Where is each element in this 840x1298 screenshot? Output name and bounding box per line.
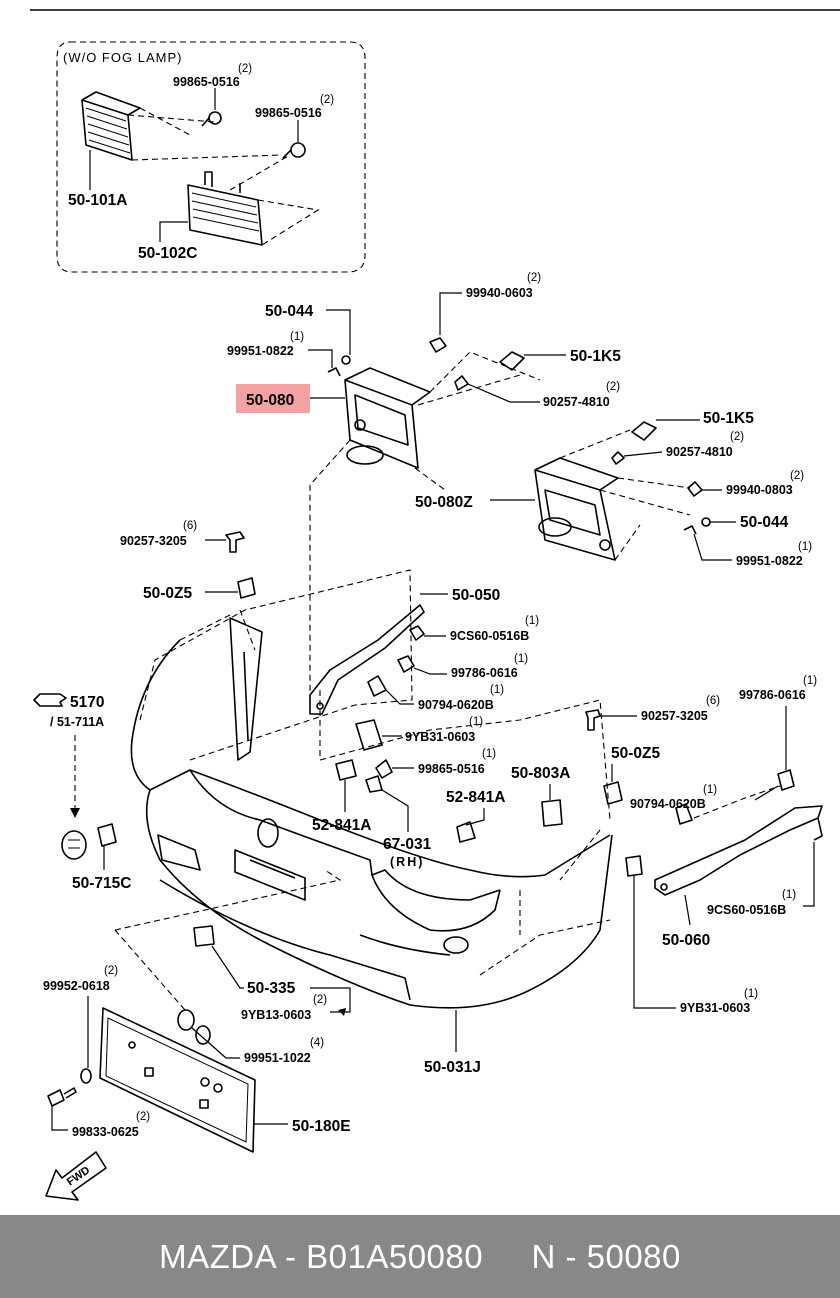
label-99940-0603-a: 99940-0603	[466, 286, 533, 300]
label-50-031J: 50-031J	[424, 1059, 481, 1076]
qty-99865-0516-c: (1)	[482, 748, 496, 760]
label-9YB31-b: 9YB31-0603	[680, 1001, 750, 1015]
qty-90794-a: (1)	[490, 684, 504, 696]
qty-90794-b: (1)	[703, 784, 717, 796]
label-50-080: 50-080	[246, 392, 294, 409]
qty-90257-4810-b: (2)	[730, 431, 744, 443]
label-50-050: 50-050	[452, 587, 500, 604]
label-51-711A: / 51-711A	[50, 715, 104, 729]
fog-lamp-rh-50-080Z	[534, 457, 619, 561]
bumper-50-031J	[130, 639, 613, 1009]
label-90257-3205-a: 90257-3205	[120, 534, 187, 548]
fog-cover-50-102C	[187, 171, 263, 246]
bracket-lh-stay	[229, 617, 263, 761]
qty-90257-3205-b: (6)	[706, 695, 720, 707]
label-50-715C: 50-715C	[72, 875, 131, 892]
label-50-180E: 50-180E	[292, 1118, 351, 1135]
label-99865-0516-b: 99865-0516	[255, 106, 322, 120]
label-rh: (RH)	[390, 855, 424, 869]
fog-cover-50-101A	[81, 91, 141, 161]
qty-90257-3205-a: (6)	[183, 520, 197, 532]
label-9YB13: 9YB13-0603	[241, 1008, 311, 1022]
bumper-bracket-50-060	[654, 805, 823, 896]
fwd-label: FWD	[65, 1164, 92, 1188]
label-50-101A: 50-101A	[68, 192, 127, 209]
screw-99865-0516-a	[201, 111, 222, 127]
label-90257-4810-b: 90257-4810	[666, 445, 733, 459]
label-50-044-a: 50-044	[265, 303, 314, 320]
qty-99786-a: (1)	[514, 653, 528, 665]
label-50-0Z5-a: 50-0Z5	[143, 585, 192, 602]
qty-9CS60-a: (1)	[525, 615, 539, 627]
label-9YB31-a: 9YB31-0603	[405, 730, 475, 744]
qty-99865-0516-b: (2)	[320, 94, 334, 106]
label-90794-a: 90794-0620B	[418, 698, 494, 712]
qty-99940-0603-b: (2)	[790, 470, 804, 482]
qty-99940-0603-a: (2)	[527, 272, 541, 284]
label-50-080Z: 50-080Z	[415, 494, 473, 511]
label-99786-a: 99786-0616	[451, 666, 518, 680]
label-99786-b: 99786-0616	[739, 688, 806, 702]
qty-9CS60-b: (1)	[782, 889, 796, 901]
qty-9YB31-a: (1)	[469, 716, 483, 728]
fwd-arrow-icon: FWD	[45, 1151, 107, 1201]
label-99865-0516-a: 99865-0516	[173, 75, 240, 89]
label-90257-3205-b: 90257-3205	[641, 709, 708, 723]
ref-circle-icon	[61, 830, 87, 860]
qty-99786-b: (1)	[803, 675, 817, 687]
bumper-bracket-50-050	[309, 604, 425, 715]
qty-9YB31-b: (1)	[744, 988, 758, 1000]
qty-99951-0822-a: (1)	[290, 331, 304, 343]
inset-title: (W/O FOG LAMP)	[63, 50, 182, 65]
qty-99952: (2)	[104, 965, 118, 977]
qty-99833: (2)	[136, 1111, 150, 1123]
hand-pointer-icon	[33, 693, 67, 707]
label-50-335: 50-335	[247, 980, 296, 997]
qty-9YB13: (2)	[313, 994, 327, 1006]
label-99951-0822-a: 99951-0822	[227, 344, 294, 358]
parts-diagram: (W/O FOG LAMP) (2) 99865-0516 (2) 99865-…	[30, 9, 840, 1201]
arrow-down-icon	[70, 808, 80, 818]
label-99951-1022: 99951-1022	[244, 1051, 311, 1065]
label-50-0Z5-b: 50-0Z5	[611, 745, 660, 762]
label-99833: 99833-0625	[72, 1125, 139, 1139]
label-90794-b: 90794-0620B	[630, 797, 706, 811]
plate-hardware	[47, 1009, 211, 1107]
fog-lamp-inset: (W/O FOG LAMP) (2) 99865-0516 (2) 99865-…	[56, 41, 366, 273]
label-52-841A-b: 52-841A	[446, 789, 505, 806]
qty-90257-4810-a: (2)	[606, 381, 620, 393]
label-67-031: 67-031	[383, 836, 432, 853]
qty-99951-1022: (4)	[310, 1037, 324, 1049]
label-50-1K5-b: 50-1K5	[703, 410, 754, 427]
label-99952: 99952-0618	[43, 979, 110, 993]
qty-99865-0516-a: (2)	[238, 63, 252, 75]
label-9CS60-a: 9CS60-0516B	[450, 629, 529, 643]
screw-99865-0516-b	[282, 142, 306, 159]
label-90257-4810-a: 90257-4810	[543, 395, 610, 409]
license-plate-bracket-50-180E	[99, 1007, 256, 1153]
arrow-icon	[338, 1008, 346, 1016]
label-99951-0822-b: 99951-0822	[736, 554, 803, 568]
label-52-841A-a: 52-841A	[312, 817, 371, 834]
fog-lamp-lh-50-080	[344, 367, 431, 469]
label-50-044-b: 50-044	[740, 514, 789, 531]
footer-bar: MAZDA - B01A50080 N - 50080	[0, 1215, 840, 1298]
label-50-803A: 50-803A	[511, 765, 570, 782]
footer-part-number: MAZDA - B01A50080 N - 50080	[159, 1237, 681, 1275]
label-99940-0603-b: 99940-0803	[726, 483, 793, 497]
highlight-50-080	[236, 384, 310, 413]
qty-99951-0822-b: (1)	[798, 541, 812, 553]
label-99865-0516-c: 99865-0516	[418, 762, 485, 776]
label-50-1K5-a: 50-1K5	[570, 348, 621, 365]
label-50-060: 50-060	[662, 932, 710, 949]
label-9CS60-b: 9CS60-0516B	[707, 903, 786, 917]
label-50-102C: 50-102C	[138, 245, 197, 262]
label-5170: 5170	[70, 694, 104, 711]
